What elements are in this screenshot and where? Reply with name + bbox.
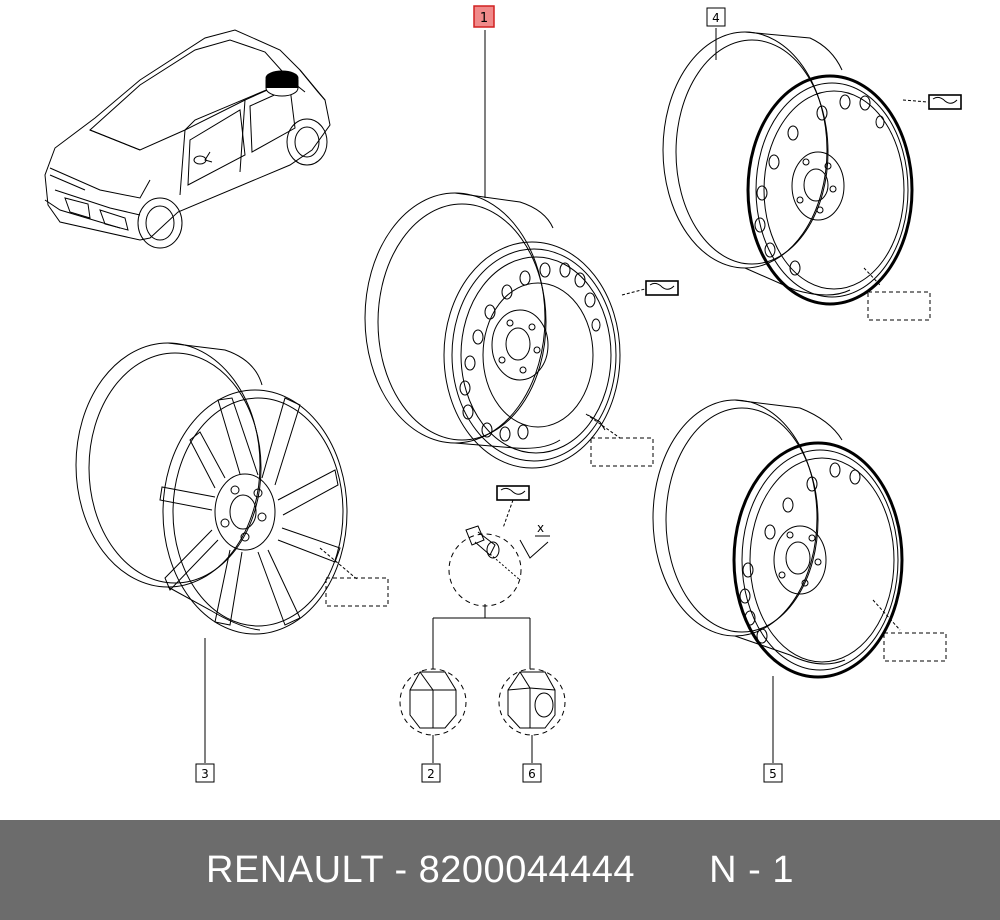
nut-6	[498, 668, 566, 736]
brand-name: RENAULT	[206, 848, 384, 891]
callout-2: 2	[421, 763, 441, 783]
wheel-1-steel	[364, 192, 646, 469]
callout-2-label: 2	[427, 767, 435, 781]
callout-3: 3	[195, 763, 215, 783]
bolt-dimension-label: x	[537, 521, 544, 535]
callout-6: 6	[522, 763, 542, 783]
parts-diagram: 1 4 3 2 6 5 x	[44, 5, 962, 783]
callout-3-label: 3	[201, 767, 209, 781]
car-illustration	[44, 29, 331, 249]
callout-5-label: 5	[769, 767, 777, 781]
wheel-3-alloy	[75, 342, 359, 635]
callout-1: 1	[473, 5, 495, 28]
nut-2	[399, 668, 467, 736]
callout-5: 5	[763, 763, 783, 783]
wheel-5-steel	[652, 399, 904, 679]
reference-code: N - 1	[709, 848, 794, 891]
wheel-bolt	[448, 485, 550, 607]
callout-6-label: 6	[528, 767, 536, 781]
callout-4-label: 4	[712, 11, 720, 25]
callout-4: 4	[706, 7, 726, 27]
footer-bar: RENAULT - 8200044444 N - 1	[0, 820, 1000, 920]
callout-1-label: 1	[480, 11, 488, 26]
footer-caption: RENAULT - 8200044444 N - 1	[206, 849, 794, 892]
part-number: 8200044444	[418, 848, 635, 891]
wheel-4-steel	[662, 31, 929, 306]
footer-separator: -	[394, 848, 408, 891]
